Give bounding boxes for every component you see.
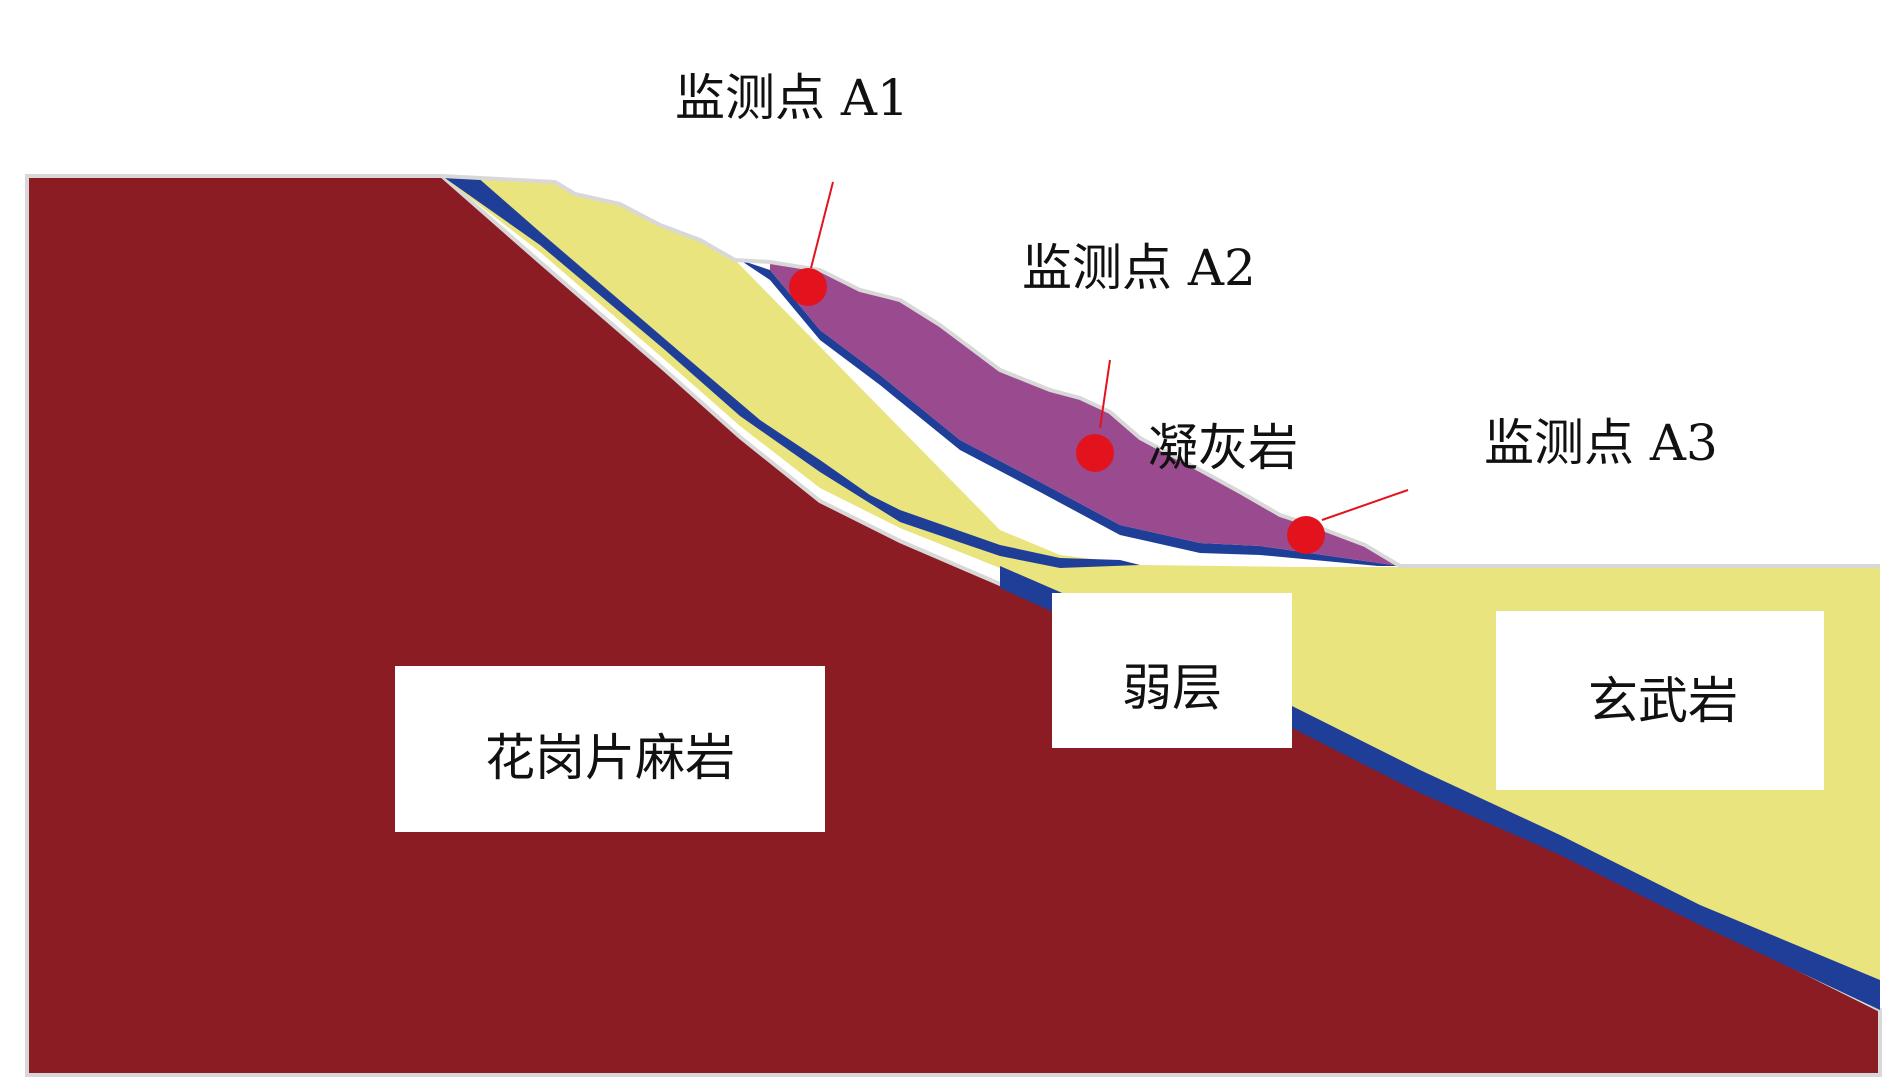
basalt-label: 玄武岩: [1588, 672, 1738, 730]
tuff-layer: [770, 262, 1400, 566]
basalt-label-box: [1496, 611, 1824, 790]
monitor-point-a1-label: 监测点 A1: [675, 69, 909, 127]
leader-line-a1: [810, 181, 834, 269]
ground-surface-line: [441, 174, 1880, 568]
granite-gneiss-label: 花岗片麻岩: [485, 729, 735, 787]
leader-line-a2: [1099, 359, 1111, 429]
monitor-point-a2: [1076, 434, 1114, 472]
granite-gneiss-label-box: [395, 666, 825, 832]
tuff-label: 凝灰岩: [1148, 419, 1298, 477]
monitor-point-a3-label: 监测点 A3: [1484, 414, 1718, 472]
monitor-point-a1: [789, 268, 827, 306]
monitor-point-a2-label: 监测点 A2: [1022, 239, 1256, 297]
leader-line-a3: [1321, 489, 1409, 521]
weak-layer-label: 弱层: [1122, 659, 1222, 717]
weak-layer-under-tuff: [740, 260, 1400, 566]
monitor-point-a3: [1287, 516, 1325, 554]
weak-layer-label-box: [1052, 593, 1292, 748]
weak-layer: [442, 176, 1880, 1010]
